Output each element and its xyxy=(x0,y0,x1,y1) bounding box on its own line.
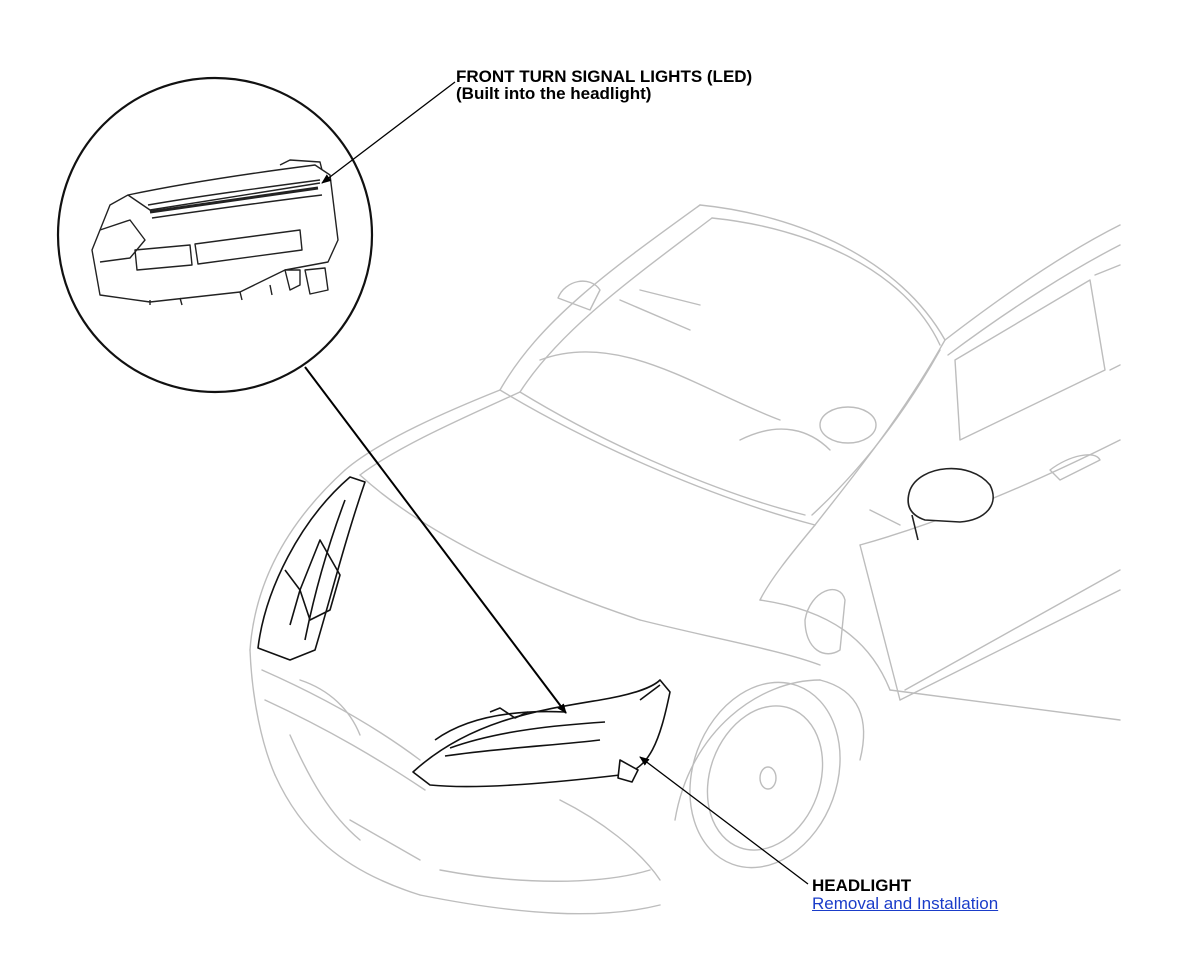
removal-installation-link[interactable]: Removal and Installation xyxy=(812,894,999,913)
car-body-outline xyxy=(249,204,1121,915)
left-headlight xyxy=(257,476,366,661)
side-mirror xyxy=(907,467,994,541)
right-headlight xyxy=(412,679,671,788)
turn-signal-callout-subtitle: (Built into the headlight) xyxy=(456,84,652,103)
turn-signal-leader-line xyxy=(321,81,456,184)
detail-leader-line xyxy=(304,366,567,714)
turn-signal-callout: FRONT TURN SIGNAL LIGHTS (LED) (Built in… xyxy=(456,68,752,102)
headlight-callout: HEADLIGHT Removal and Installation xyxy=(812,877,998,914)
headlight-detail-enlarged xyxy=(91,159,339,306)
headlight-leader-line xyxy=(639,756,809,885)
turn-signal-callout-title: FRONT TURN SIGNAL LIGHTS (LED) xyxy=(456,67,753,86)
headlight-callout-title: HEADLIGHT xyxy=(812,876,912,895)
